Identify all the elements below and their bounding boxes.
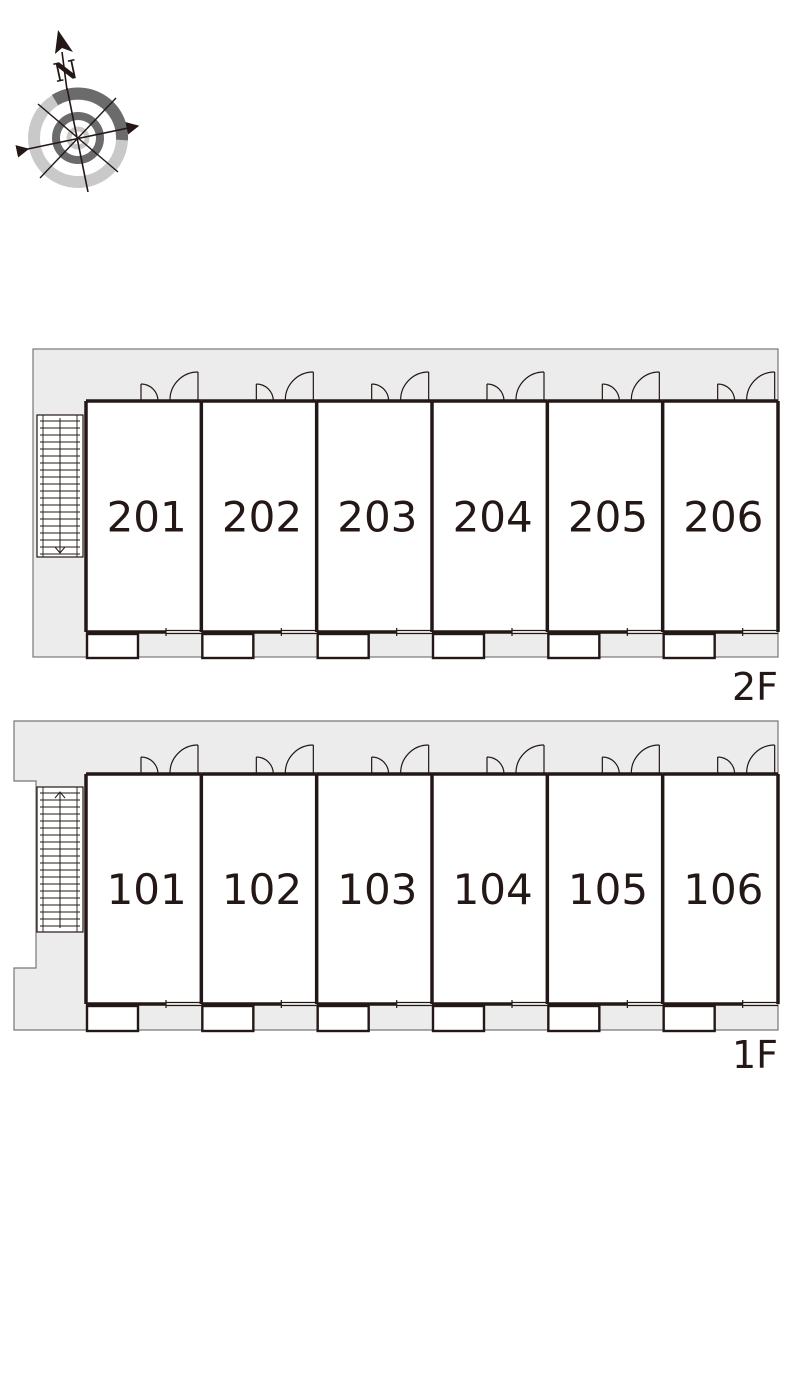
unit-104: 104	[430, 744, 548, 1033]
door-icon-102	[255, 744, 314, 775]
balcony-box-205	[547, 632, 601, 660]
door-icon-105	[601, 744, 660, 775]
balcony-box-102	[201, 1004, 255, 1033]
unit-102: 102	[199, 744, 317, 1033]
unit-203: 203	[314, 371, 432, 660]
balcony-box-206	[662, 632, 716, 660]
unit-204: 204	[430, 371, 548, 660]
balcony-box-104	[431, 1004, 486, 1033]
unit-201: 201	[84, 371, 202, 660]
door-icon-101	[140, 744, 199, 775]
unit-number-206: 206	[683, 493, 763, 542]
floor-1f: 101 102 103 104 105 106 1F	[13, 720, 780, 1077]
unit-number-102: 102	[222, 865, 302, 914]
door-icon-203	[371, 371, 430, 402]
balcony-box-103	[316, 1004, 370, 1033]
compass: N	[15, 30, 140, 193]
door-icon-206	[717, 371, 776, 402]
door-icon-204	[486, 371, 545, 402]
unit-205: 205	[545, 371, 663, 660]
door-icon-201	[140, 371, 199, 402]
units-1f: 101 102 103 104 105 106	[84, 744, 780, 1033]
floor-label-1f: 1F	[732, 1033, 778, 1077]
balcony-box-202	[201, 632, 255, 660]
unit-101: 101	[84, 744, 202, 1033]
balcony-box-201	[85, 632, 140, 660]
unit-number-202: 202	[222, 493, 302, 542]
balcony-box-203	[316, 632, 370, 660]
door-icon-104	[486, 744, 545, 775]
unit-number-101: 101	[107, 865, 187, 914]
unit-number-106: 106	[683, 865, 763, 914]
floor-2f: 201 202 203 204 205 206 2F	[32, 348, 780, 709]
compass-north-label: N	[51, 55, 80, 89]
compass-north-arrow-icon: N	[15, 30, 140, 193]
unit-number-104: 104	[453, 865, 533, 914]
unit-number-204: 204	[453, 493, 533, 542]
door-icon-106	[717, 744, 776, 775]
balcony-box-101	[85, 1004, 140, 1033]
unit-number-205: 205	[568, 493, 648, 542]
balcony-box-106	[662, 1004, 716, 1033]
unit-number-203: 203	[337, 493, 417, 542]
unit-number-201: 201	[107, 493, 187, 542]
door-icon-103	[371, 744, 430, 775]
door-icon-205	[601, 371, 660, 402]
unit-206: 206	[660, 371, 780, 660]
floor-label-2f: 2F	[732, 665, 778, 709]
unit-number-103: 103	[337, 865, 417, 914]
unit-105: 105	[545, 744, 663, 1033]
unit-106: 106	[660, 744, 780, 1033]
balcony-box-204	[431, 632, 486, 660]
unit-number-105: 105	[568, 865, 648, 914]
balcony-box-105	[547, 1004, 601, 1033]
units-2f: 201 202 203 204 205 206	[84, 371, 780, 660]
unit-202: 202	[199, 371, 317, 660]
door-icon-202	[255, 371, 314, 402]
unit-103: 103	[314, 744, 432, 1033]
